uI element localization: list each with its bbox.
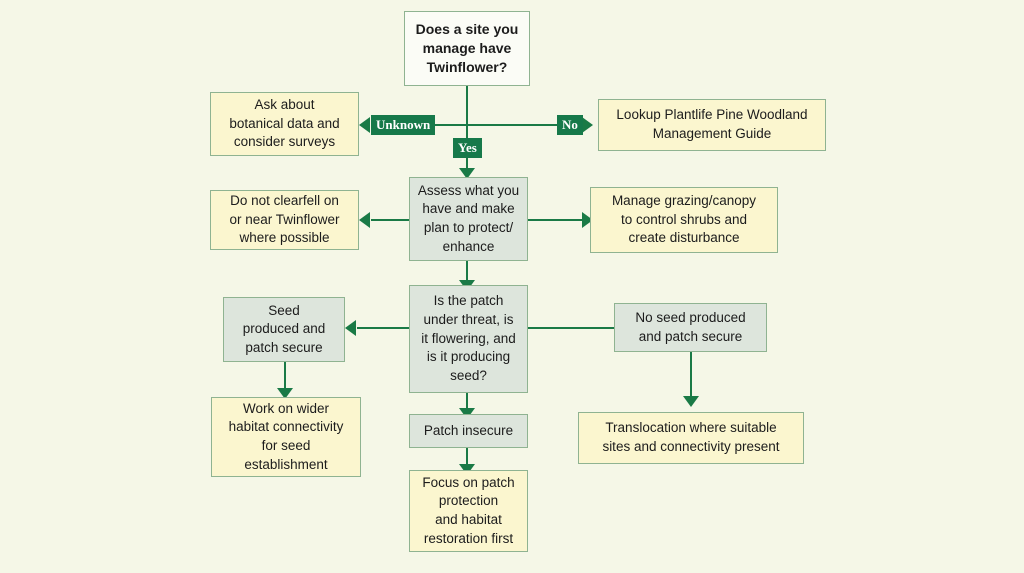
connector-assess-left [371, 219, 409, 221]
node-translocation[interactable]: Translocation where suitable sites and c… [578, 412, 804, 464]
connector-seed-down [284, 362, 286, 392]
node-no-seed-produced-patch-secure[interactable]: No seed produced and patch secure [614, 303, 767, 352]
node-patch-insecure[interactable]: Patch insecure [409, 414, 528, 448]
arrow-unknown [359, 117, 370, 133]
arrow-connectivity [277, 388, 293, 399]
connector-no-horizontal [466, 124, 582, 126]
connector-patch-down [466, 392, 468, 414]
node-start[interactable]: Does a site you manage have Twinflower? [404, 11, 530, 86]
arrow-no-clearfell [359, 212, 370, 228]
node-focus-on-patch[interactable]: Focus on patch protection and habitat re… [409, 470, 528, 552]
edge-label-yes: Yes [453, 138, 482, 158]
arrow-seed-secure [345, 320, 356, 336]
arrow-focus-patch [459, 464, 475, 475]
node-ask-about-botanical-data[interactable]: Ask about botanical data and consider su… [210, 92, 359, 156]
connector-assess-right [528, 219, 582, 221]
node-work-on-wider-connectivity[interactable]: Work on wider habitat connectivity for s… [211, 397, 361, 477]
node-seed-produced-patch-secure[interactable]: Seed produced and patch secure [223, 297, 345, 362]
connector-patch-left [357, 327, 409, 329]
arrow-translocation [683, 396, 699, 407]
connector-insecure-down [466, 448, 468, 470]
edge-label-unknown: Unknown [371, 115, 436, 135]
connector-no-seed-down [690, 352, 692, 400]
node-assess-plan[interactable]: Assess what you have and make plan to pr… [409, 177, 528, 261]
node-patch-question[interactable]: Is the patch under threat, is it floweri… [409, 285, 528, 393]
connector-patch-right [528, 327, 614, 329]
node-do-not-clearfell[interactable]: Do not clearfell on or near Twinflower w… [210, 190, 359, 250]
node-manage-grazing[interactable]: Manage grazing/canopy to control shrubs … [590, 187, 778, 253]
connector-start-down [466, 85, 468, 125]
arrow-manage-grazing [582, 212, 593, 228]
node-lookup-management-guide[interactable]: Lookup Plantlife Pine Woodland Managemen… [598, 99, 826, 151]
arrow-assess [459, 168, 475, 179]
edge-label-no: No [557, 115, 583, 135]
connector-assess-down [466, 260, 468, 285]
arrow-patch-insecure [459, 408, 475, 419]
arrow-no [582, 117, 593, 133]
